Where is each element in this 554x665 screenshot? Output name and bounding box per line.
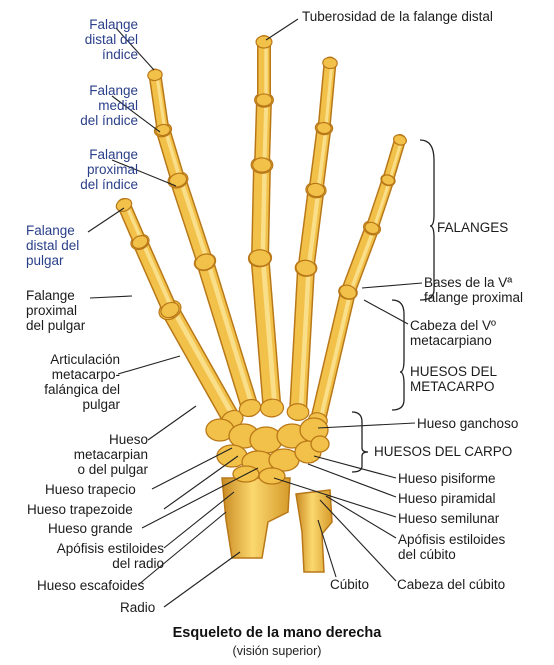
leader-line-16 <box>362 283 422 288</box>
label-huesos-carpo: HUESOS DEL CARPO <box>374 444 512 459</box>
bones-group <box>114 36 407 572</box>
leader-line-11 <box>164 492 234 548</box>
label-bases-v: Bases de la Vª falange proximal <box>424 275 523 305</box>
label-hueso-piramidal: Hueso piramidal <box>398 491 496 506</box>
radius-bone <box>222 478 290 558</box>
caption-subtitle: (visión superior) <box>0 644 554 658</box>
middle-bone-3 <box>256 36 272 106</box>
ring-bone-0 <box>287 259 317 421</box>
leader-line-0 <box>266 19 298 40</box>
caption-title: Esqueleto de la mano derecha <box>0 625 554 641</box>
label-falange-distal-indice: Falange distal del índice <box>26 17 138 62</box>
label-hueso-semilunar: Hueso semilunar <box>398 511 499 526</box>
carpal-bone-11 <box>259 468 285 484</box>
leader-line-19 <box>314 456 396 478</box>
little-bone-3 <box>380 133 407 186</box>
label-falanges: FALANGES <box>437 220 508 235</box>
label-cabeza-cubito: Cabeza del cúbito <box>397 577 505 592</box>
leader-line-5 <box>90 296 132 298</box>
leader-line-21 <box>274 478 396 517</box>
ring-bone-3 <box>316 57 337 134</box>
label-falange-medial-indice: Falange medial del índice <box>26 83 138 128</box>
carpal-bone-9 <box>311 436 329 452</box>
label-hueso-escafoides: Hueso escafoides <box>37 578 144 593</box>
leader-line-15 <box>320 500 396 581</box>
middle-bone-1 <box>249 157 273 267</box>
thumb-bone-2 <box>114 196 149 250</box>
leader-line-4 <box>88 208 124 232</box>
label-hueso-metacarpiano-pulgar: Hueso metacarpian o del pulgar <box>40 432 148 477</box>
label-falange-proximal-pulgar: Falange proximal del pulgar <box>26 288 85 333</box>
label-cabeza-v: Cabeza del Vº metacarpiano <box>410 318 496 348</box>
label-huesos-metacarpo: HUESOS DEL METACARPO <box>410 364 497 394</box>
label-hueso-pisiforme: Hueso pisiforme <box>398 471 496 486</box>
label-hueso-grande: Hueso grande <box>48 521 133 536</box>
label-cubito: Cúbito <box>330 577 369 592</box>
leader-line-6 <box>118 356 180 374</box>
label-articulacion: Articulación metacarpo- falángica del pu… <box>6 352 120 412</box>
carpo-bracket <box>352 412 368 472</box>
label-hueso-trapecio: Hueso trapecio <box>45 482 136 497</box>
label-apofisis-radio: Apófisis estiloides del radio <box>20 541 164 571</box>
label-radio: Radio <box>120 600 155 615</box>
little-bone-0 <box>307 283 358 429</box>
label-hueso-ganchoso: Hueso ganchoso <box>417 416 518 431</box>
label-hueso-trapezoide: Hueso trapezoide <box>27 502 133 517</box>
label-falange-proximal-indice: Falange proximal del índice <box>26 147 138 192</box>
leader-line-7 <box>148 406 196 440</box>
label-apofisis-cubito: Apófisis estiloides del cúbito <box>398 532 505 562</box>
ulna-bone <box>296 490 332 572</box>
leader-line-18 <box>318 423 415 428</box>
index-bone-3 <box>147 69 171 137</box>
label-falange-distal-pulgar: Falange distal del pulgar <box>26 223 79 268</box>
label-tuberosidad: Tuberosidad de la falange distal <box>302 9 493 24</box>
leader-line-13 <box>164 552 240 607</box>
